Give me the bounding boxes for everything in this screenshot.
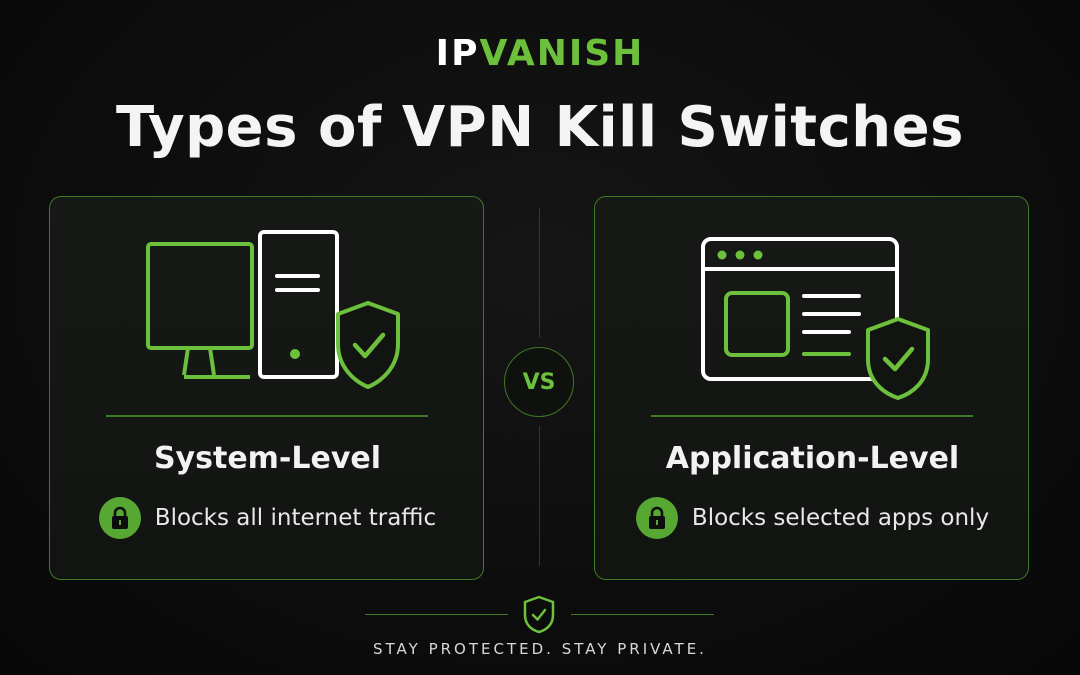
brand-logo-part1: IP [435,33,480,74]
vs-divider-bottom [539,426,540,566]
card-divider [651,415,973,417]
footer-line-right [571,614,714,615]
page-title: Types of VPN Kill Switches [116,95,964,160]
computer-tower-shield-icon [146,230,400,389]
vs-badge: VS [504,347,574,417]
brand-logo: IPVANISH [0,33,1080,74]
shield-check-icon [523,595,555,634]
lock-icon [635,497,678,539]
system-level-heading: System-Level [153,441,382,476]
brand-logo-part2: VANISH [479,33,645,74]
vs-divider-top [539,208,540,338]
application-level-description: Blocks selected apps only [691,505,990,531]
application-level-description-row: Blocks selected apps only [595,497,1030,539]
card-divider [106,415,428,417]
application-level-heading: Application-Level [665,441,960,476]
system-level-description-row: Blocks all internet traffic [50,497,485,539]
system-level-description: Blocks all internet traffic [154,505,437,531]
application-level-card: Application-Level Blocks selected apps o… [594,196,1029,580]
footer-tagline: STAY PROTECTED. STAY PRIVATE. [373,640,707,658]
app-window-shield-icon [701,237,930,400]
lock-icon [98,497,141,539]
system-level-card: System-Level Blocks all internet traffic [49,196,484,580]
footer-line-left [365,614,508,615]
